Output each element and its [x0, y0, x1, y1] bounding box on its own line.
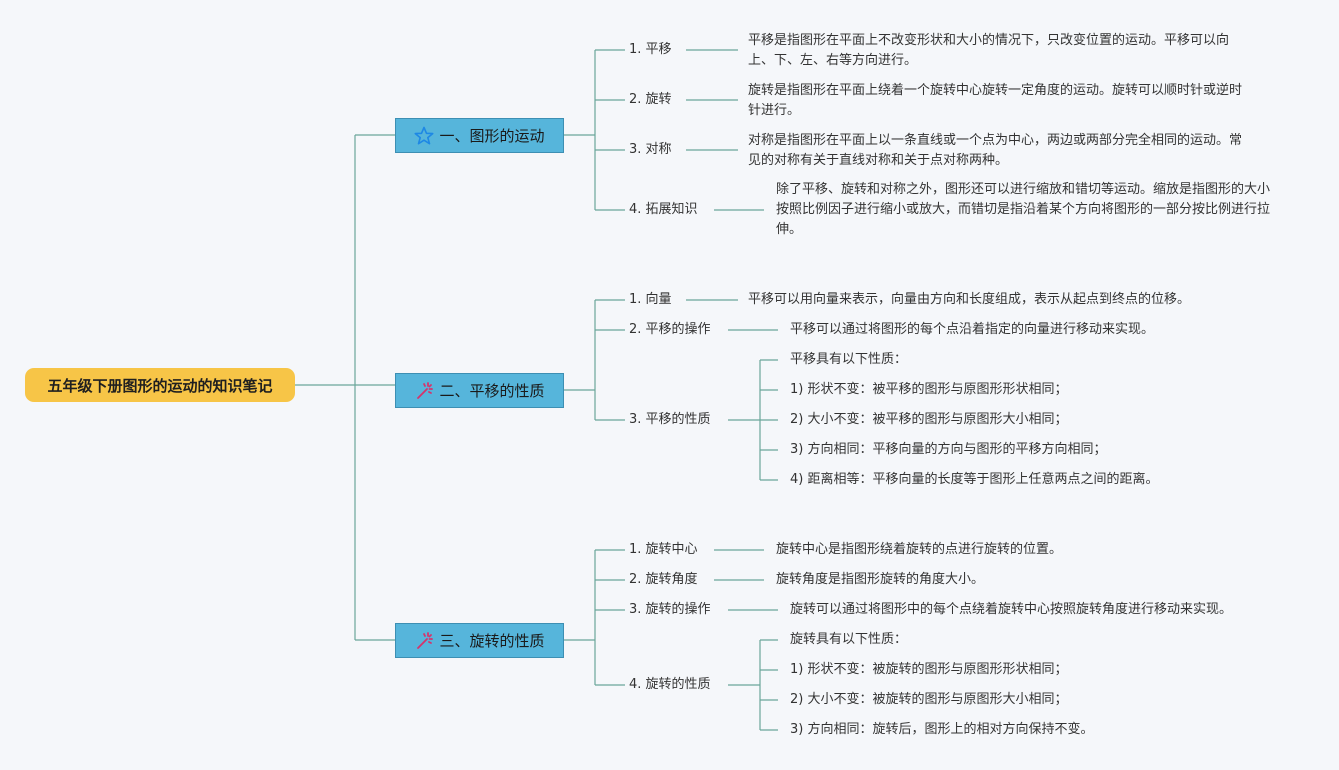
branch-topic-1[interactable]: 一、图形的运动: [395, 118, 564, 153]
branch-topic-3[interactable]: 三、旋转的性质: [395, 623, 564, 658]
item-description[interactable]: 旋转中心是指图形绕着旋转的点进行旋转的位置。: [776, 540, 1063, 560]
item-description[interactable]: 除了平移、旋转和对称之外，图形还可以进行缩放和错切等运动。缩放是指图形的大小按照…: [776, 180, 1274, 240]
item-label[interactable]: 3. 旋转的操作: [627, 600, 713, 620]
detail-item[interactable]: 2) 大小不变：被平移的图形与原图形大小相同；: [790, 410, 1068, 430]
item-description[interactable]: 旋转角度是指图形旋转的角度大小。: [776, 570, 985, 590]
item-label[interactable]: 1. 向量: [627, 290, 674, 310]
item-label[interactable]: 2. 旋转角度: [627, 570, 700, 590]
item-description[interactable]: 平移可以通过将图形的每个点沿着指定的向量进行移动来实现。: [790, 320, 1155, 340]
branch-title: 二、平移的性质: [439, 382, 545, 400]
item-description[interactable]: 平移可以用向量来表示，向量由方向和长度组成，表示从起点到终点的位移。: [748, 290, 1191, 310]
item-description[interactable]: 对称是指图形在平面上以一条直线或一个点为中心，两边或两部分完全相同的运动。常见的…: [748, 131, 1246, 171]
detail-item[interactable]: 3) 方向相同：平移向量的方向与图形的平移方向相同；: [790, 440, 1107, 460]
detail-item[interactable]: 4) 距离相等：平移向量的长度等于图形上任意两点之间的距离。: [790, 470, 1159, 490]
item-label[interactable]: 1. 平移: [627, 40, 674, 60]
branch-topic-2[interactable]: 二、平移的性质: [395, 373, 564, 408]
magic-wand-icon: [414, 381, 434, 401]
item-label[interactable]: 2. 平移的操作: [627, 320, 713, 340]
root-topic[interactable]: 五年级下册图形的运动的知识笔记: [25, 368, 295, 402]
item-description[interactable]: 旋转可以通过将图形中的每个点绕着旋转中心按照旋转角度进行移动来实现。: [790, 600, 1233, 620]
branch-title: 一、图形的运动: [439, 127, 545, 145]
item-label[interactable]: 3. 平移的性质: [627, 410, 713, 430]
detail-item[interactable]: 1) 形状不变：被平移的图形与原图形形状相同；: [790, 380, 1068, 400]
magic-wand-icon: [414, 631, 434, 651]
item-label[interactable]: 2. 旋转: [627, 90, 674, 110]
item-label[interactable]: 4. 拓展知识: [627, 200, 700, 220]
item-description[interactable]: 旋转是指图形在平面上绕着一个旋转中心旋转一定角度的运动。旋转可以顺时针或逆时针进…: [748, 81, 1246, 121]
item-label[interactable]: 4. 旋转的性质: [627, 675, 713, 695]
item-description[interactable]: 平移是指图形在平面上不改变形状和大小的情况下，只改变位置的运动。平移可以向上、下…: [748, 31, 1246, 71]
detail-item[interactable]: 旋转具有以下性质：: [790, 630, 908, 650]
detail-item[interactable]: 平移具有以下性质：: [790, 350, 908, 370]
item-label[interactable]: 3. 对称: [627, 140, 674, 160]
star-icon: [414, 126, 434, 146]
detail-item[interactable]: 1) 形状不变：被旋转的图形与原图形形状相同；: [790, 660, 1068, 680]
detail-item[interactable]: 3) 方向相同：旋转后，图形上的相对方向保持不变。: [790, 720, 1094, 740]
branch-title: 三、旋转的性质: [439, 632, 545, 650]
detail-item[interactable]: 2) 大小不变：被旋转的图形与原图形大小相同；: [790, 690, 1068, 710]
item-label[interactable]: 1. 旋转中心: [627, 540, 700, 560]
